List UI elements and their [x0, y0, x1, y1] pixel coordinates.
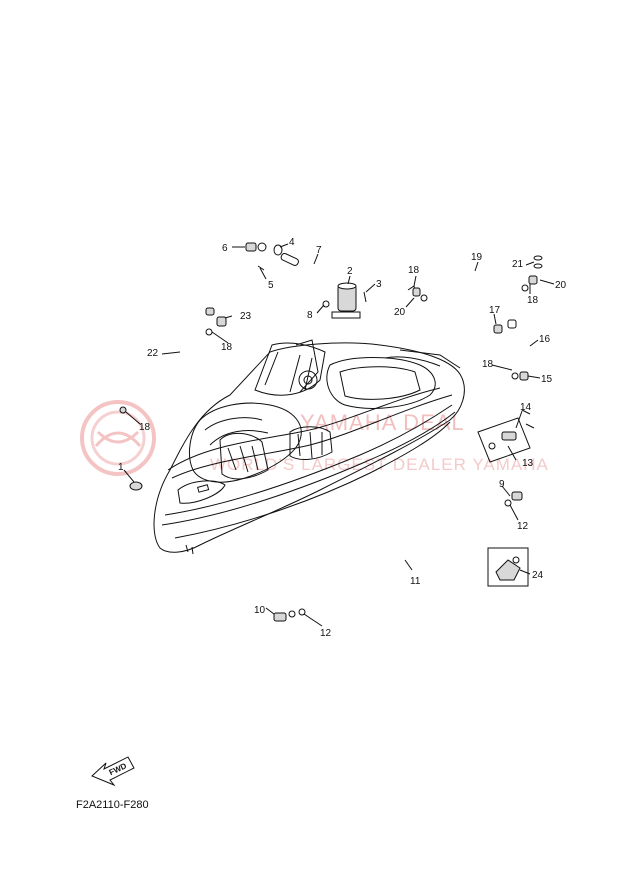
diagram-code: F2A2110-F280	[76, 799, 149, 811]
callout-1: 1	[118, 462, 124, 473]
leader-lines	[123, 243, 555, 627]
callout-18-a: 18	[408, 265, 420, 276]
watermark: YAMAHA DEAL WORLD’S LARGEST DEALER YAMAH…	[80, 400, 549, 476]
callout-9: 9	[499, 479, 505, 490]
callout-7: 7	[316, 245, 322, 256]
callout-13: 13	[522, 458, 534, 469]
callout-12-right: 12	[517, 521, 529, 532]
callout-21: 21	[512, 259, 524, 270]
callout-18-b: 18	[527, 295, 539, 306]
callout-16: 16	[539, 334, 551, 345]
callout-15: 15	[541, 374, 553, 385]
callout-18-c: 18	[221, 342, 233, 353]
callout-20-b: 20	[555, 280, 567, 291]
callout-8: 8	[307, 310, 313, 321]
callout-11: 11	[410, 576, 421, 587]
callout-22: 22	[147, 348, 159, 359]
callout-23: 23	[240, 311, 252, 322]
watermark-subtitle: WORLD’S LARGEST DEALER YAMAHA	[210, 455, 549, 474]
callout-4: 4	[289, 237, 295, 248]
callout-14: 14	[520, 402, 532, 413]
fwd-arrow-icon: FWD	[91, 756, 135, 787]
callout-3: 3	[376, 279, 382, 290]
part-fittings	[119, 242, 543, 622]
callout-12-left: 12	[320, 628, 332, 639]
hose-22	[133, 337, 211, 401]
boat-deck	[153, 339, 465, 555]
callout-24: 24	[532, 570, 544, 581]
callout-5: 5	[268, 280, 274, 291]
callout-17: 17	[489, 305, 501, 316]
callout-6: 6	[222, 243, 228, 254]
callout-20-a: 20	[394, 307, 406, 318]
callout-18-d: 18	[139, 422, 151, 433]
hose-7	[306, 266, 328, 302]
callout-18-e: 18	[482, 359, 494, 370]
hose-19	[425, 267, 531, 288]
hose-11	[314, 508, 502, 604]
callout-2: 2	[347, 266, 353, 277]
callout-10: 10	[254, 605, 266, 616]
callout-labels: 1 2 3 4 5 6 7 8 9 10 11 12 12 13 14 15 1…	[118, 237, 567, 639]
callout-19: 19	[471, 252, 483, 263]
hose-16	[505, 343, 541, 371]
